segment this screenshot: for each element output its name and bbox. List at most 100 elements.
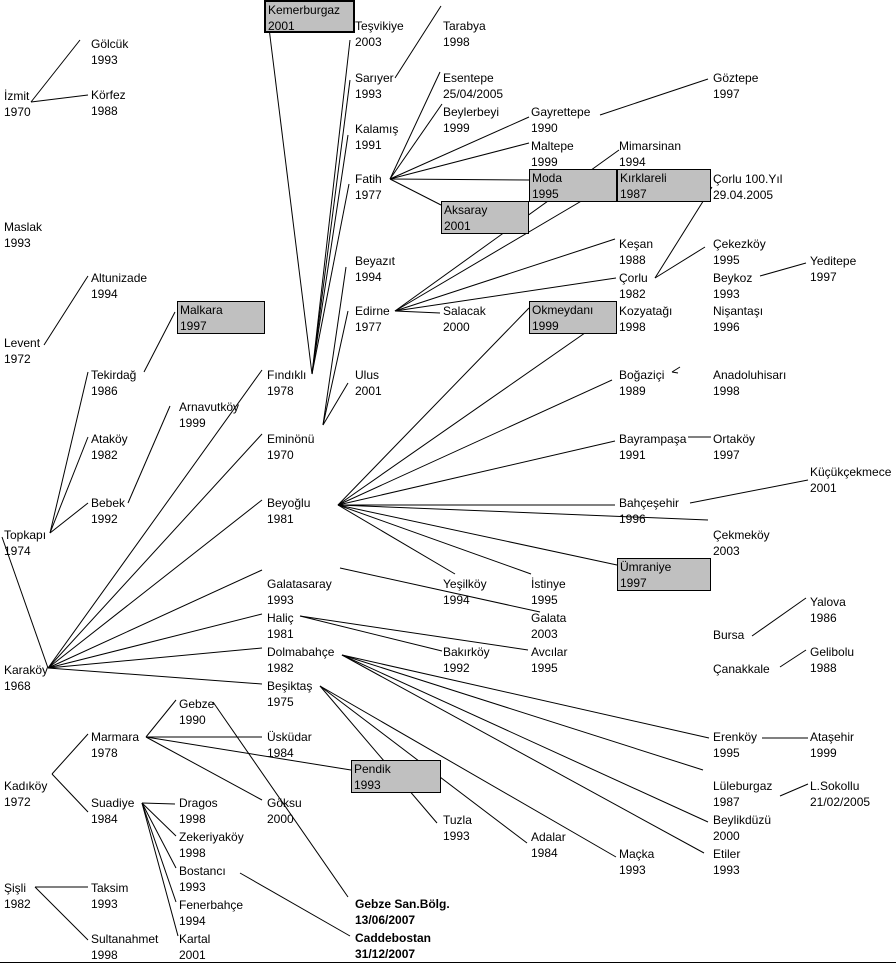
node-year: 2000 [267, 812, 294, 826]
edge-kadikoy-suadiye [51, 773, 89, 813]
node-name: Tuzla [443, 813, 472, 827]
edge-eminonu-edirne [322, 310, 349, 426]
edge-beyoglu-cekmekoy [337, 504, 709, 521]
node-name: Beşiktaş [267, 679, 313, 693]
node-beyazit: Beyazıt 1994 [355, 253, 395, 285]
node-year: 2001 [444, 219, 471, 233]
edge-sisli-sultanahmet [34, 886, 89, 941]
node-year: 21/02/2005 [810, 795, 871, 809]
node-year: 1991 [355, 138, 382, 152]
node-year: 1992 [91, 512, 118, 526]
node-year: 1970 [267, 448, 294, 462]
edge-galatasaray-galata [339, 567, 541, 613]
node-name: Körfez [91, 88, 126, 102]
node-year: 1998 [713, 384, 740, 398]
node-name: Yeditepe [810, 254, 857, 268]
node-year: 1995 [531, 661, 558, 675]
node-name: Gölcük [91, 37, 129, 51]
edge-tekirdag-malkara [143, 311, 176, 373]
node-year: 1996 [713, 320, 740, 334]
node-year: 1982 [619, 287, 646, 301]
node-name: Yalova [810, 595, 846, 609]
node-name: Taksim [91, 881, 129, 895]
node-name: Aksaray [444, 203, 488, 217]
node-golcuk: Gölcük 1993 [91, 36, 128, 68]
node-year: 1994 [619, 155, 646, 169]
edge-bahcesehir-kucukcekmece [689, 479, 809, 504]
node-name: Tarabya [443, 19, 486, 33]
node-year: 1999 [179, 416, 206, 430]
node-year: 31/12/2007 [355, 947, 416, 961]
node-name: Avcılar [531, 645, 568, 659]
node-year: 1975 [267, 695, 294, 709]
edge-eminonu-beyazit [322, 266, 347, 426]
node-year: 1984 [267, 746, 294, 760]
node-name: Fındıklı [267, 368, 307, 382]
node-name: Haliç [267, 611, 294, 625]
node-name: Topkapı [4, 528, 47, 542]
edge-bebek-arnavutkoy [127, 405, 171, 504]
node-name: Ortaköy [713, 432, 756, 446]
edge-marmara-gebze [145, 699, 177, 738]
node-name: Beyazıt [355, 254, 396, 268]
node-year: 1993 [179, 880, 206, 894]
node-year: 2000 [713, 829, 740, 843]
node-year: 1989 [619, 384, 646, 398]
edge-suadiye-dragos [141, 802, 176, 805]
node-name: Ataşehir [810, 730, 855, 744]
node-name: Boğaziçi [619, 368, 665, 382]
edge-beyoglu-bogazici [337, 379, 613, 506]
node-name: Yeşilköy [443, 577, 487, 591]
node-year: 2001 [355, 384, 382, 398]
node-name: Beyoğlu [267, 496, 311, 510]
node-name: Fenerbahçe [179, 898, 244, 912]
node-year: 1981 [267, 627, 294, 641]
edge-edirne-salacak [394, 310, 441, 314]
node-name: Adalar [531, 830, 566, 844]
node-name: Dragos [179, 796, 218, 810]
edge-findikli-kemerburgaz [267, 19, 313, 375]
node-name: Küçükçekmece [810, 465, 892, 479]
node-name: Kemerburgaz [268, 3, 341, 17]
node-year: 1977 [355, 188, 382, 202]
node-year: 1994 [355, 270, 382, 284]
edge-beyoglu-okmeydani [337, 307, 530, 506]
edge-dolmabahce-beylikduzu [341, 654, 709, 823]
node-year: 1993 [91, 53, 118, 67]
node-year: 1999 [531, 155, 558, 169]
edge-kadikoy-marmara [51, 733, 89, 775]
edge-karakoy-findikli [47, 369, 263, 669]
node-name: Okmeydanı [532, 303, 594, 317]
node-year: 1993 [355, 87, 382, 101]
node-name: Kırklareli [620, 171, 667, 185]
node-name: Bayrampaşa [619, 432, 687, 446]
